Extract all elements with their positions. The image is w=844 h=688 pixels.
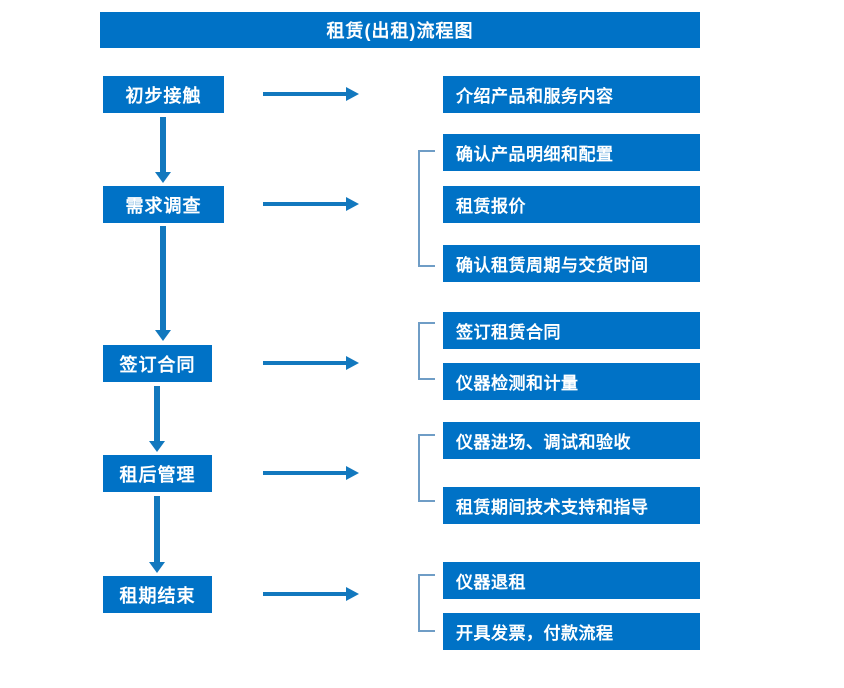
connector-arrow-4 bbox=[146, 496, 168, 573]
group-bracket-demand-survey bbox=[418, 150, 435, 267]
group-bracket-lease-end bbox=[418, 574, 435, 632]
stage-box-post-lease-management[interactable]: 租后管理 bbox=[103, 455, 212, 492]
group-bracket-post-lease bbox=[418, 434, 435, 502]
connector-arrow-2 bbox=[152, 226, 174, 341]
flow-arrow-stage-4 bbox=[263, 466, 359, 480]
detail-box-confirm-product-details[interactable]: 确认产品明细和配置 bbox=[443, 134, 700, 171]
stage-box-sign-contract[interactable]: 签订合同 bbox=[103, 345, 212, 382]
detail-box-lease-quotation[interactable]: 租赁报价 bbox=[443, 186, 700, 223]
detail-box-technical-support[interactable]: 租赁期间技术支持和指导 bbox=[443, 487, 700, 524]
flow-arrow-stage-5 bbox=[263, 587, 359, 601]
stage-box-initial-contact[interactable]: 初步接触 bbox=[103, 76, 224, 113]
detail-box-sign-lease-contract[interactable]: 签订租赁合同 bbox=[443, 312, 700, 349]
stage-box-demand-survey[interactable]: 需求调查 bbox=[103, 186, 224, 223]
flow-arrow-stage-2 bbox=[263, 197, 359, 211]
flow-arrow-stage-3 bbox=[263, 356, 359, 370]
connector-arrow-3 bbox=[146, 386, 168, 452]
group-bracket-sign-contract bbox=[418, 322, 435, 380]
detail-box-invoice-payment[interactable]: 开具发票，付款流程 bbox=[443, 613, 700, 650]
detail-box-instrument-return[interactable]: 仪器退租 bbox=[443, 562, 700, 599]
flow-arrow-stage-1 bbox=[263, 87, 359, 101]
detail-box-instrument-inspection[interactable]: 仪器检测和计量 bbox=[443, 363, 700, 400]
connector-arrow-1 bbox=[152, 117, 174, 183]
detail-box-instrument-entry-commissioning[interactable]: 仪器进场、调试和验收 bbox=[443, 422, 700, 459]
flowchart-title: 租赁(出租)流程图 bbox=[100, 12, 700, 48]
stage-box-lease-end[interactable]: 租期结束 bbox=[103, 576, 212, 613]
detail-box-introduce-products[interactable]: 介绍产品和服务内容 bbox=[443, 76, 700, 113]
detail-box-confirm-lease-period[interactable]: 确认租赁周期与交货时间 bbox=[443, 245, 700, 282]
